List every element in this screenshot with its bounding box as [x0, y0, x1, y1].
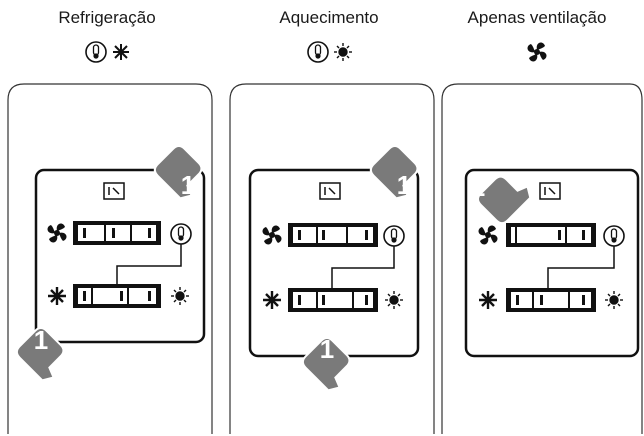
step-number: 1 — [397, 170, 411, 200]
fan-slider-knob — [515, 225, 567, 245]
fan-icon — [262, 225, 282, 245]
panel-cooling: Refrigeração — [0, 0, 214, 436]
hand-pointer-icon — [369, 144, 419, 200]
schedule-icon — [539, 182, 561, 200]
fan-icon — [527, 42, 547, 62]
sun-icon — [385, 291, 403, 309]
hand-pointer-icon — [153, 144, 203, 200]
snowflake-icon — [263, 291, 281, 309]
thermometer-icon — [85, 41, 107, 63]
step-number: 1 — [34, 325, 48, 355]
hand-pointer-icon — [476, 175, 532, 225]
snowflake-icon — [113, 44, 129, 60]
cooling-diagram: 1 1 — [7, 41, 213, 434]
mode-slider-knob — [532, 290, 570, 310]
sun-icon — [605, 291, 623, 309]
panel-fan-only: Apenas ventilação — [430, 0, 644, 436]
panel-title: Refrigeração — [58, 8, 156, 27]
step-number: 1 — [320, 334, 334, 364]
mode-slider-knob — [316, 290, 354, 310]
panel-title: Apenas ventilação — [467, 8, 607, 27]
mode-slider-knob — [91, 286, 129, 306]
snowflake-icon — [479, 291, 497, 309]
thermometer-icon — [383, 225, 405, 247]
fan-icon — [47, 223, 67, 243]
hand-pointer-icon — [15, 326, 65, 382]
sun-icon — [334, 43, 352, 61]
panel-heating: Aquecimento — [222, 0, 436, 436]
thermometer-icon — [307, 41, 329, 63]
fan-slider-knob — [316, 225, 348, 245]
schedule-icon — [319, 182, 341, 200]
heating-diagram: 1 1 — [229, 41, 435, 434]
step-number: 1 — [471, 172, 485, 202]
fan-slider-knob — [104, 223, 132, 243]
thermometer-icon — [170, 223, 192, 245]
step-number: 1 — [181, 170, 195, 200]
snowflake-icon — [48, 287, 66, 305]
fan-icon — [478, 225, 498, 245]
unit-panel-outline — [7, 83, 213, 434]
schedule-icon — [103, 182, 125, 200]
fan-only-diagram: 1 — [441, 42, 643, 434]
thermometer-icon — [603, 225, 625, 247]
panel-title: Aquecimento — [279, 8, 379, 27]
sun-icon — [171, 287, 189, 305]
hand-pointer-icon — [301, 336, 351, 392]
